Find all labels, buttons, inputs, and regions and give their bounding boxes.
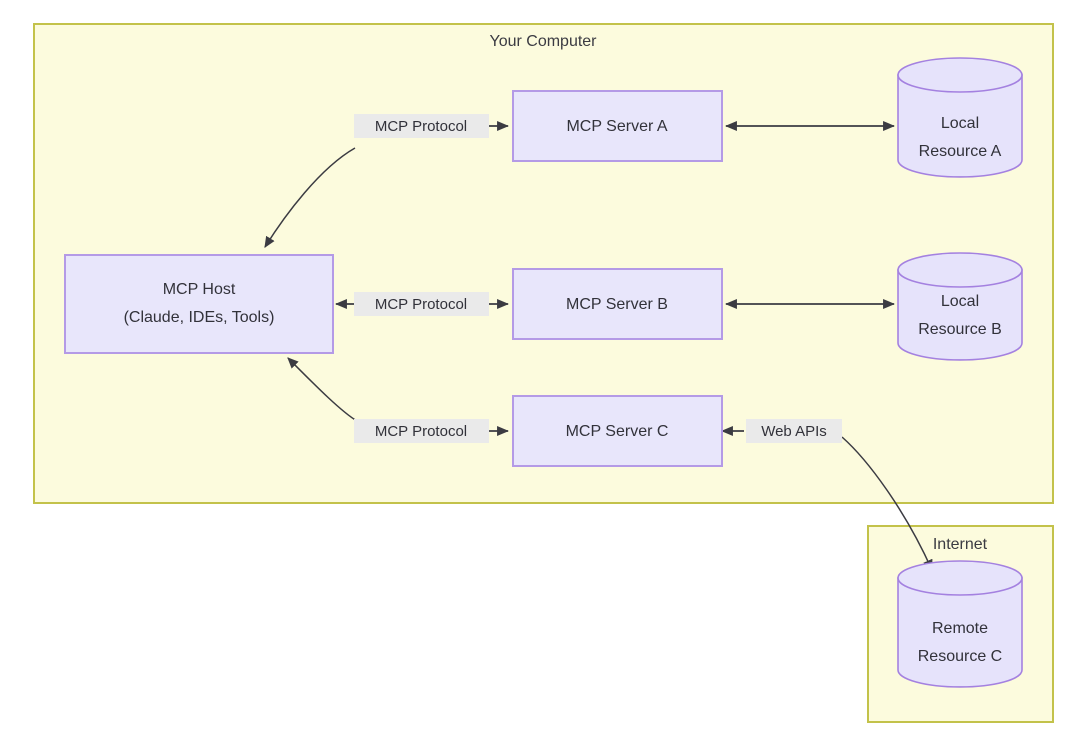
- mcp-server-b-label: MCP Server B: [566, 296, 668, 313]
- local-resource-a-body[interactable]: [897, 74, 1023, 178]
- edge-label-host-to-server-c: MCP Protocol: [375, 423, 467, 440]
- node-mcp-server-a[interactable]: MCP Server A: [512, 90, 723, 162]
- local-resource-a-label-line1: Local: [941, 115, 979, 132]
- node-local-resource-b[interactable]: Local Resource B: [897, 252, 1023, 361]
- edge-server-c-remote-c-curve: [841, 436, 933, 572]
- internet-label: Internet: [933, 536, 988, 553]
- local-resource-b-label-line1: Local: [941, 293, 979, 310]
- mcp-host-box[interactable]: [64, 254, 334, 354]
- remote-resource-c-label-line1: Remote: [932, 620, 988, 637]
- edge-host-to-server-c-curve: [287, 357, 358, 422]
- edge-host-to-server-a: MCP Protocol: [264, 114, 509, 248]
- local-resource-b-body[interactable]: [897, 269, 1023, 361]
- local-resource-b-top: [897, 252, 1023, 288]
- edge-label-bg-host-server-b: [354, 292, 489, 316]
- edge-label-host-to-server-a: MCP Protocol: [375, 118, 467, 135]
- mcp-server-b-box[interactable]: [512, 268, 723, 340]
- mcp-host-label-line1: MCP Host: [163, 281, 236, 298]
- edge-label-host-to-server-b: MCP Protocol: [375, 296, 467, 313]
- edge-server-c-to-remote-c: Web APIs: [721, 419, 933, 572]
- edge-host-to-server-a-curve: [264, 147, 356, 248]
- remote-resource-c-top: [897, 560, 1023, 596]
- mcp-server-c-label: MCP Server C: [566, 423, 669, 440]
- mcp-server-a-label: MCP Server A: [566, 118, 667, 135]
- local-resource-b-label-line2: Resource B: [918, 321, 1002, 338]
- edge-label-web-apis: Web APIs: [761, 423, 827, 440]
- remote-resource-c-body[interactable]: [897, 577, 1023, 688]
- edge-host-to-server-b: MCP Protocol: [335, 292, 509, 316]
- your-computer-label: Your Computer: [489, 33, 597, 50]
- edge-label-bg-host-server-a: [354, 114, 489, 138]
- mcp-server-a-box[interactable]: [512, 90, 723, 162]
- edge-label-bg-web-apis: [746, 419, 842, 443]
- node-mcp-server-c[interactable]: MCP Server C: [512, 395, 723, 467]
- node-remote-resource-c[interactable]: Remote Resource C: [897, 560, 1023, 688]
- edge-host-to-server-c: MCP Protocol: [287, 357, 509, 443]
- node-mcp-host[interactable]: MCP Host (Claude, IDEs, Tools): [64, 254, 334, 354]
- mcp-server-c-box[interactable]: [512, 395, 723, 467]
- local-resource-a-top: [897, 57, 1023, 93]
- mcp-host-label-line2: (Claude, IDEs, Tools): [124, 309, 275, 326]
- remote-resource-c-label-line2: Resource C: [918, 648, 1002, 665]
- local-resource-a-label-line2: Resource A: [919, 143, 1002, 160]
- node-local-resource-a[interactable]: Local Resource A: [897, 57, 1023, 178]
- node-mcp-server-b[interactable]: MCP Server B: [512, 268, 723, 340]
- edge-label-bg-host-server-c: [354, 419, 489, 443]
